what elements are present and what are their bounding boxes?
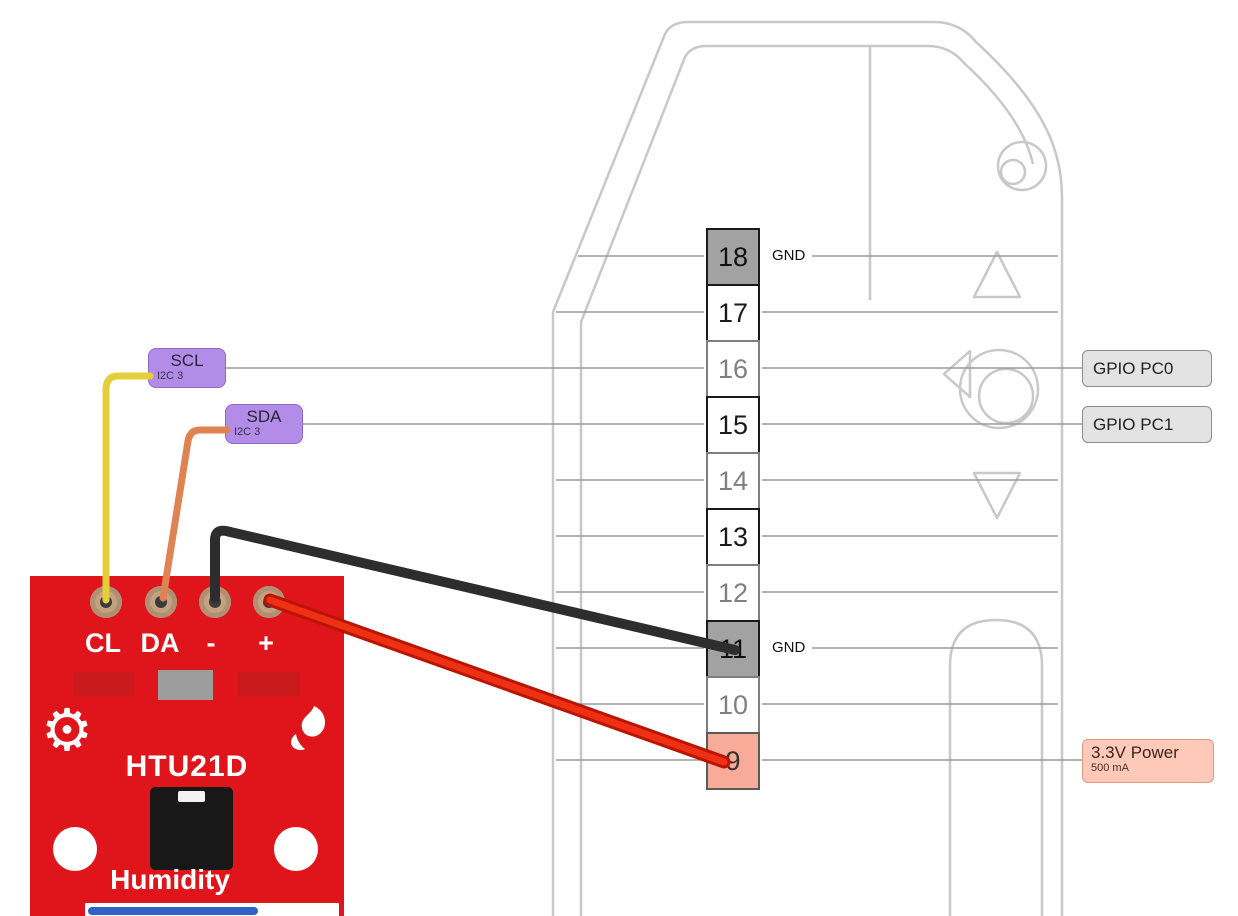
power-label: 3.3V Power 500 mA: [1082, 739, 1214, 783]
pin-12: 12: [706, 564, 760, 622]
board-pin-label-da: DA: [140, 628, 180, 658]
gnd-label-pin11: GND: [772, 639, 806, 656]
pad-gnd: [199, 586, 231, 618]
sensor-chip-name: HTU21D: [125, 750, 249, 783]
pin-16: 16: [706, 340, 760, 398]
pin-10: 10: [706, 676, 760, 734]
device-outline: [551, 20, 1064, 916]
sda-wire: [159, 426, 231, 602]
pad-vcc-hole: [263, 596, 275, 608]
pad-da-hole: [155, 596, 167, 608]
dpad-up-icon: [972, 250, 1022, 299]
sensor-board: CL DA - + ⚙ HTU21D Humidity: [30, 576, 344, 916]
pin-14: 14: [706, 452, 760, 510]
pad-vcc: [253, 586, 285, 618]
dpad-down-icon: [972, 471, 1022, 520]
power-title: 3.3V Power: [1091, 743, 1179, 762]
chip-pin1-marker: [178, 791, 205, 802]
pin-11: 11: [706, 620, 760, 678]
pin-9: 9: [706, 732, 760, 790]
board-patch-left: [74, 672, 134, 696]
pin-18: 18: [706, 228, 760, 286]
mount-hole-left: [53, 827, 97, 871]
board-pin-label-gnd: -: [206, 628, 216, 658]
gpio-pc1-label: GPIO PC1: [1082, 406, 1212, 443]
pin-callout-lines: [226, 255, 1082, 761]
side-pill-outline: [948, 618, 1044, 916]
power-subtitle: 500 mA: [1091, 762, 1129, 774]
pad-cl-hole: [100, 596, 112, 608]
pin-13: 13: [706, 508, 760, 566]
scl-title: SCL: [170, 351, 204, 370]
pin-15: 15: [706, 396, 760, 454]
board-label: Humidity: [110, 864, 230, 895]
pad-gnd-hole: [209, 596, 221, 608]
mount-hole-right: [274, 827, 318, 871]
pad-cl: [90, 586, 122, 618]
board-patch-right: [238, 672, 300, 696]
dpad-center-inner-icon: [977, 367, 1035, 425]
board-photo-blue-edge: [88, 907, 258, 915]
board-pin-label-vcc: +: [258, 628, 274, 658]
pad-da: [145, 586, 177, 618]
dpad-left-icon: [942, 349, 972, 399]
gnd-label-pin18: GND: [772, 247, 806, 264]
scl-subtitle: I2C 3: [157, 370, 184, 382]
scl-wire: [102, 372, 154, 604]
back-button-inner-icon: [999, 158, 1027, 186]
sda-title: SDA: [246, 407, 282, 426]
sda-subtitle: I2C 3: [234, 426, 261, 438]
sda-label: SDA I2C 3: [225, 404, 303, 444]
back-button-icon: [996, 140, 1048, 192]
board-patch-gray: [158, 670, 213, 700]
board-pin-label-cl: CL: [85, 628, 121, 658]
dpad-center-icon: [958, 348, 1040, 430]
pin-17: 17: [706, 284, 760, 342]
gpio-pc0-label: GPIO PC0: [1082, 350, 1212, 387]
gear-icon: ⚙: [41, 698, 93, 763]
scl-label: SCL I2C 3: [148, 348, 226, 388]
sensor-ic-chip: [150, 787, 233, 870]
